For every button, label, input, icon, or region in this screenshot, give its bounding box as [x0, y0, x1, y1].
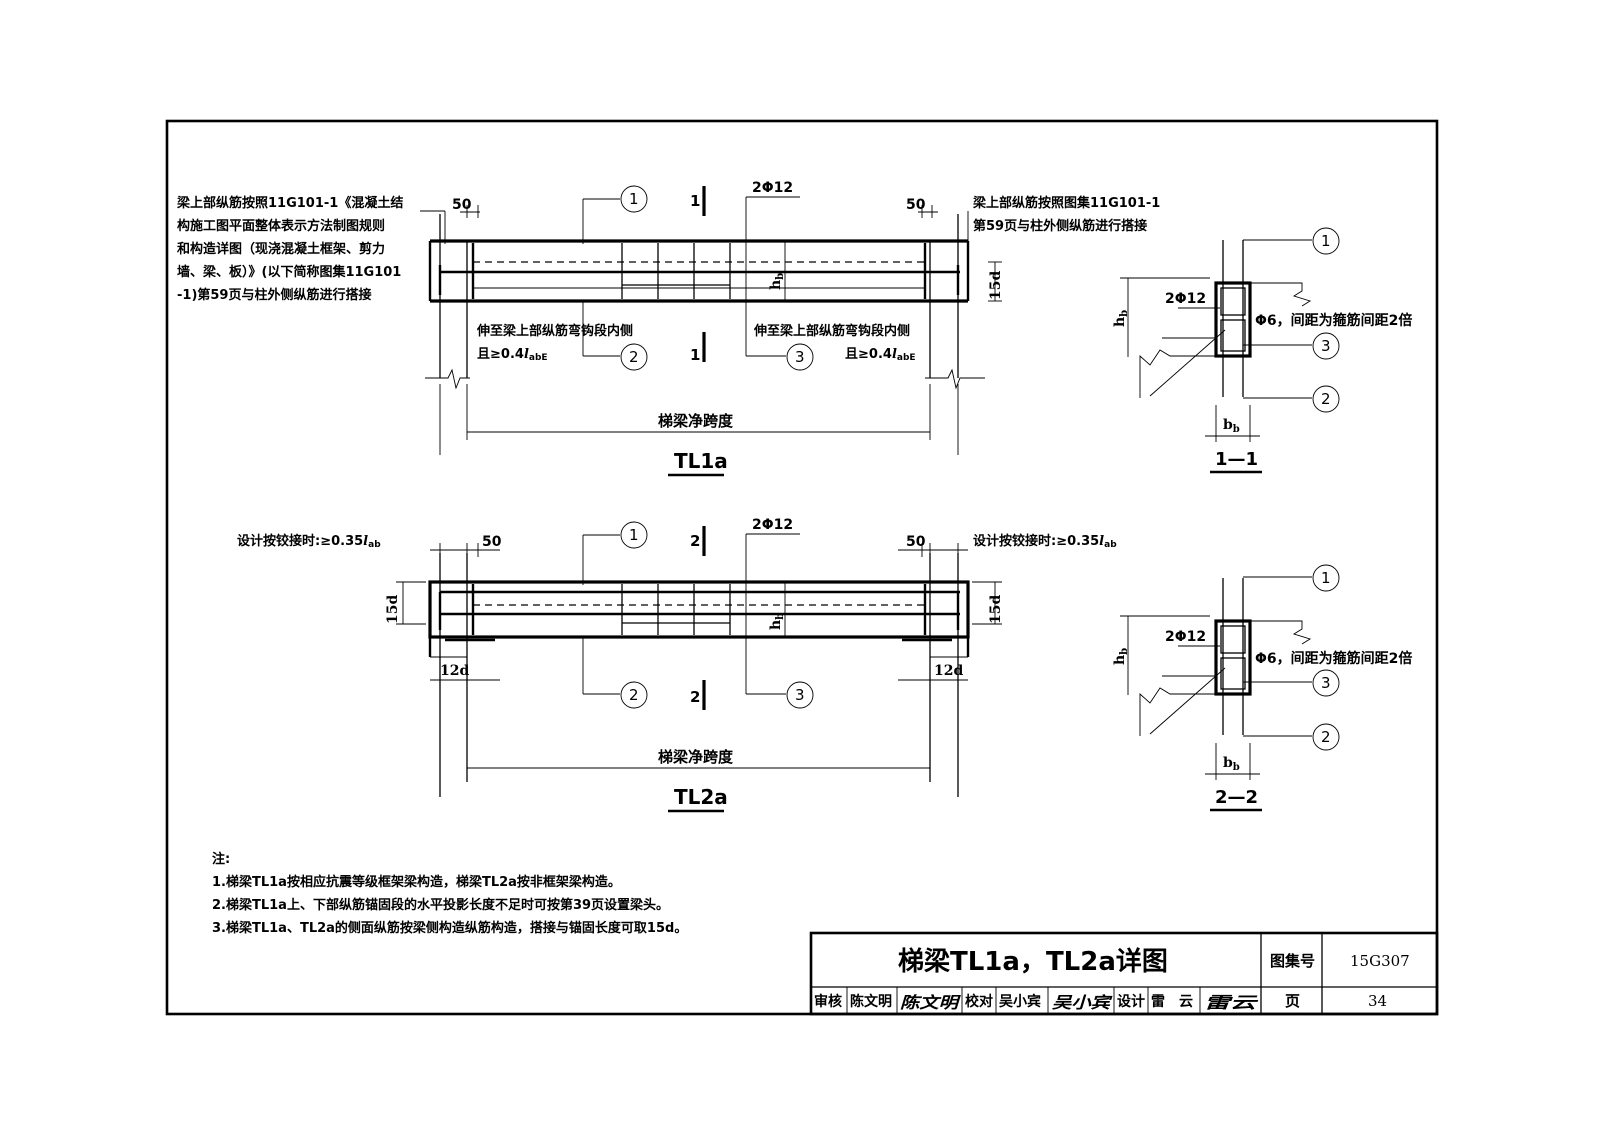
reviewer-signature: 陈文明 — [900, 993, 962, 1012]
svg-text:第59页与柱外侧纵筋进行搭接: 第59页与柱外侧纵筋进行搭接 — [973, 218, 1147, 234]
svg-text:1: 1 — [629, 190, 639, 208]
reviewer-name: 陈文明 — [850, 993, 892, 1010]
sec2-stirrup: Φ6，间距为箍筋间距2倍 — [1255, 650, 1412, 667]
svg-text:2: 2 — [1321, 728, 1331, 746]
designer-signature: 雷云 — [1204, 993, 1259, 1012]
tl1a-anchor-right: 伸至梁上部纵筋弯钩段内侧 — [753, 323, 910, 339]
sec1-hb: hb — [1112, 310, 1130, 327]
tl1a-title: TL1a — [674, 449, 728, 473]
svg-text:3: 3 — [795, 348, 805, 366]
svg-text:3: 3 — [1321, 337, 1331, 355]
sec1-stirrup: Φ6，间距为箍筋间距2倍 — [1255, 312, 1412, 329]
tl2a-dim-12d-right: 12d — [934, 663, 963, 679]
checker-name: 吴小宾 — [999, 993, 1041, 1010]
general-notes: 注: 1.梯梁TL1a按相应抗震等级框架梁构造，梯梁TL2a按非框架梁构造。 2… — [212, 851, 687, 936]
svg-text:梁上部纵筋按照11G101-1《混凝土结: 梁上部纵筋按照11G101-1《混凝土结 — [176, 195, 403, 211]
sec2-bb: bb — [1223, 755, 1240, 773]
svg-text:2: 2 — [629, 686, 639, 704]
tl2a-hinge-left: 设计按铰接时:≥0.35lab — [237, 533, 381, 550]
sec1-callout-3 — [1312, 332, 1340, 360]
svg-text:3.梯梁TL1a、TL2a的侧面纵筋按梁侧构造纵筋构造，搭接: 3.梯梁TL1a、TL2a的侧面纵筋按梁侧构造纵筋构造，搭接与锚固长度可取15d… — [212, 920, 687, 936]
sec1-bar: 2Φ12 — [1165, 291, 1206, 307]
sec1-title: 1—1 — [1215, 449, 1258, 470]
tl1a-span: 梯梁净跨度 — [658, 412, 734, 430]
design-label: 设计 — [1117, 993, 1145, 1010]
tl2a-dim-15d-right: 15d — [988, 595, 1004, 624]
tl1a-dim-50-right: 50 — [906, 197, 926, 213]
check-label: 校对 — [965, 993, 993, 1010]
tl2a-callout-2 — [620, 681, 648, 709]
sec2-callout-2 — [1312, 723, 1340, 751]
beam-tl2a-elevation — [428, 526, 970, 797]
page-label: 页 — [1285, 992, 1300, 1010]
tl2a-span: 梯梁净跨度 — [658, 748, 734, 766]
review-label: 审核 — [814, 993, 842, 1010]
checker-signature: 吴小宾 — [1052, 993, 1114, 1012]
title-block — [809, 931, 1439, 1016]
tl2a-callout-1 — [620, 521, 648, 549]
sec1-callout-1 — [1312, 227, 1340, 255]
tl2a-bar-label: 2Φ12 — [752, 517, 793, 533]
svg-text:1: 1 — [1321, 232, 1331, 250]
svg-text:墙、梁、板）》(以下简称图集11G101: 墙、梁、板）》(以下简称图集11G101 — [177, 264, 401, 280]
tl1a-hb: hb — [768, 273, 786, 290]
svg-text:构施工图平面整体表示方法制图规则: 构施工图平面整体表示方法制图规则 — [177, 218, 385, 234]
sec2-callout-3 — [1312, 669, 1340, 697]
tl2a-dim-50-left: 50 — [482, 534, 502, 550]
tl1a-dim-50-left: 50 — [452, 197, 472, 213]
sec2-hb: hb — [1112, 648, 1130, 665]
tl1a-note-left: 梁上部纵筋按照11G101-1《混凝土结 构施工图平面整体表示方法制图规则 和构… — [176, 195, 403, 303]
tl2a-section-mark-bottom: 2 — [690, 688, 700, 706]
tl1a-callout-2 — [620, 343, 648, 371]
sec1-callout-2 — [1312, 385, 1340, 413]
atlas-number: 15G307 — [1350, 952, 1410, 970]
tl2a-callout-3 — [786, 681, 814, 709]
designer-name: 雷 云 — [1151, 993, 1193, 1010]
section-1-1 — [1139, 240, 1312, 398]
tl2a-section-mark-top: 2 — [690, 532, 700, 550]
tl1a-bar-label: 2Φ12 — [752, 180, 793, 196]
sheet-frame — [165, 119, 1439, 1016]
atlas-label: 图集号 — [1270, 952, 1315, 970]
drawing-title: 梯梁TL1a，TL2a详图 — [898, 946, 1168, 977]
svg-text:1: 1 — [629, 526, 639, 544]
section-2-2 — [1139, 578, 1312, 736]
sec2-title: 2—2 — [1215, 787, 1258, 808]
svg-text:3: 3 — [1321, 674, 1331, 692]
sec1-bb: bb — [1223, 417, 1240, 435]
beam-tl1a-elevation — [425, 186, 985, 390]
tl2a-dim-15d-left: 15d — [385, 595, 401, 624]
svg-text:-1)第59页与柱外侧纵筋进行搭接: -1)第59页与柱外侧纵筋进行搭接 — [177, 287, 371, 303]
tl2a-hinge-right: 设计按铰接时:≥0.35lab — [973, 533, 1117, 550]
svg-text:1: 1 — [1321, 569, 1331, 587]
sec2-callout-1 — [1312, 564, 1340, 592]
svg-text:2: 2 — [1321, 390, 1331, 408]
tl1a-note-right: 梁上部纵筋按照图集11G101-1 第59页与柱外侧纵筋进行搭接 — [972, 195, 1160, 234]
tl2a-title: TL2a — [674, 785, 728, 809]
sec2-bar: 2Φ12 — [1165, 629, 1206, 645]
tl2a-dim-50-right: 50 — [906, 534, 926, 550]
svg-text:梁上部纵筋按照图集11G101-1: 梁上部纵筋按照图集11G101-1 — [972, 195, 1160, 211]
tl1a-anchor-left: 伸至梁上部纵筋弯钩段内侧 — [476, 323, 633, 339]
svg-text:2: 2 — [629, 348, 639, 366]
svg-text:1.梯梁TL1a按相应抗震等级框架梁构造，梯梁TL2a按非框: 1.梯梁TL1a按相应抗震等级框架梁构造，梯梁TL2a按非框架梁构造。 — [212, 874, 621, 890]
svg-text:注:: 注: — [212, 851, 230, 867]
svg-text:和构造详图（现浇混凝土框架、剪力: 和构造详图（现浇混凝土框架、剪力 — [177, 241, 385, 257]
tl2a-hb: hb — [768, 613, 786, 630]
tl1a-callout-3 — [786, 343, 814, 371]
svg-text:3: 3 — [795, 686, 805, 704]
svg-text:2.梯梁TL1a上、下部纵筋锚固段的水平投影长度不足时可按第: 2.梯梁TL1a上、下部纵筋锚固段的水平投影长度不足时可按第39页设置梁头。 — [212, 897, 669, 913]
tl1a-section-mark-bottom: 1 — [690, 346, 700, 364]
tl1a-callout-1 — [620, 185, 648, 213]
page-number: 34 — [1368, 992, 1387, 1010]
tl1a-section-mark-top: 1 — [690, 192, 700, 210]
tl1a-dim-15d: 15d — [988, 271, 1004, 300]
tl1a-anchor-left-2: 且≥0.4labE — [477, 347, 548, 363]
tl2a-dim-12d-left: 12d — [440, 663, 469, 679]
tl1a-anchor-right-2: 且≥0.4labE — [845, 347, 916, 363]
